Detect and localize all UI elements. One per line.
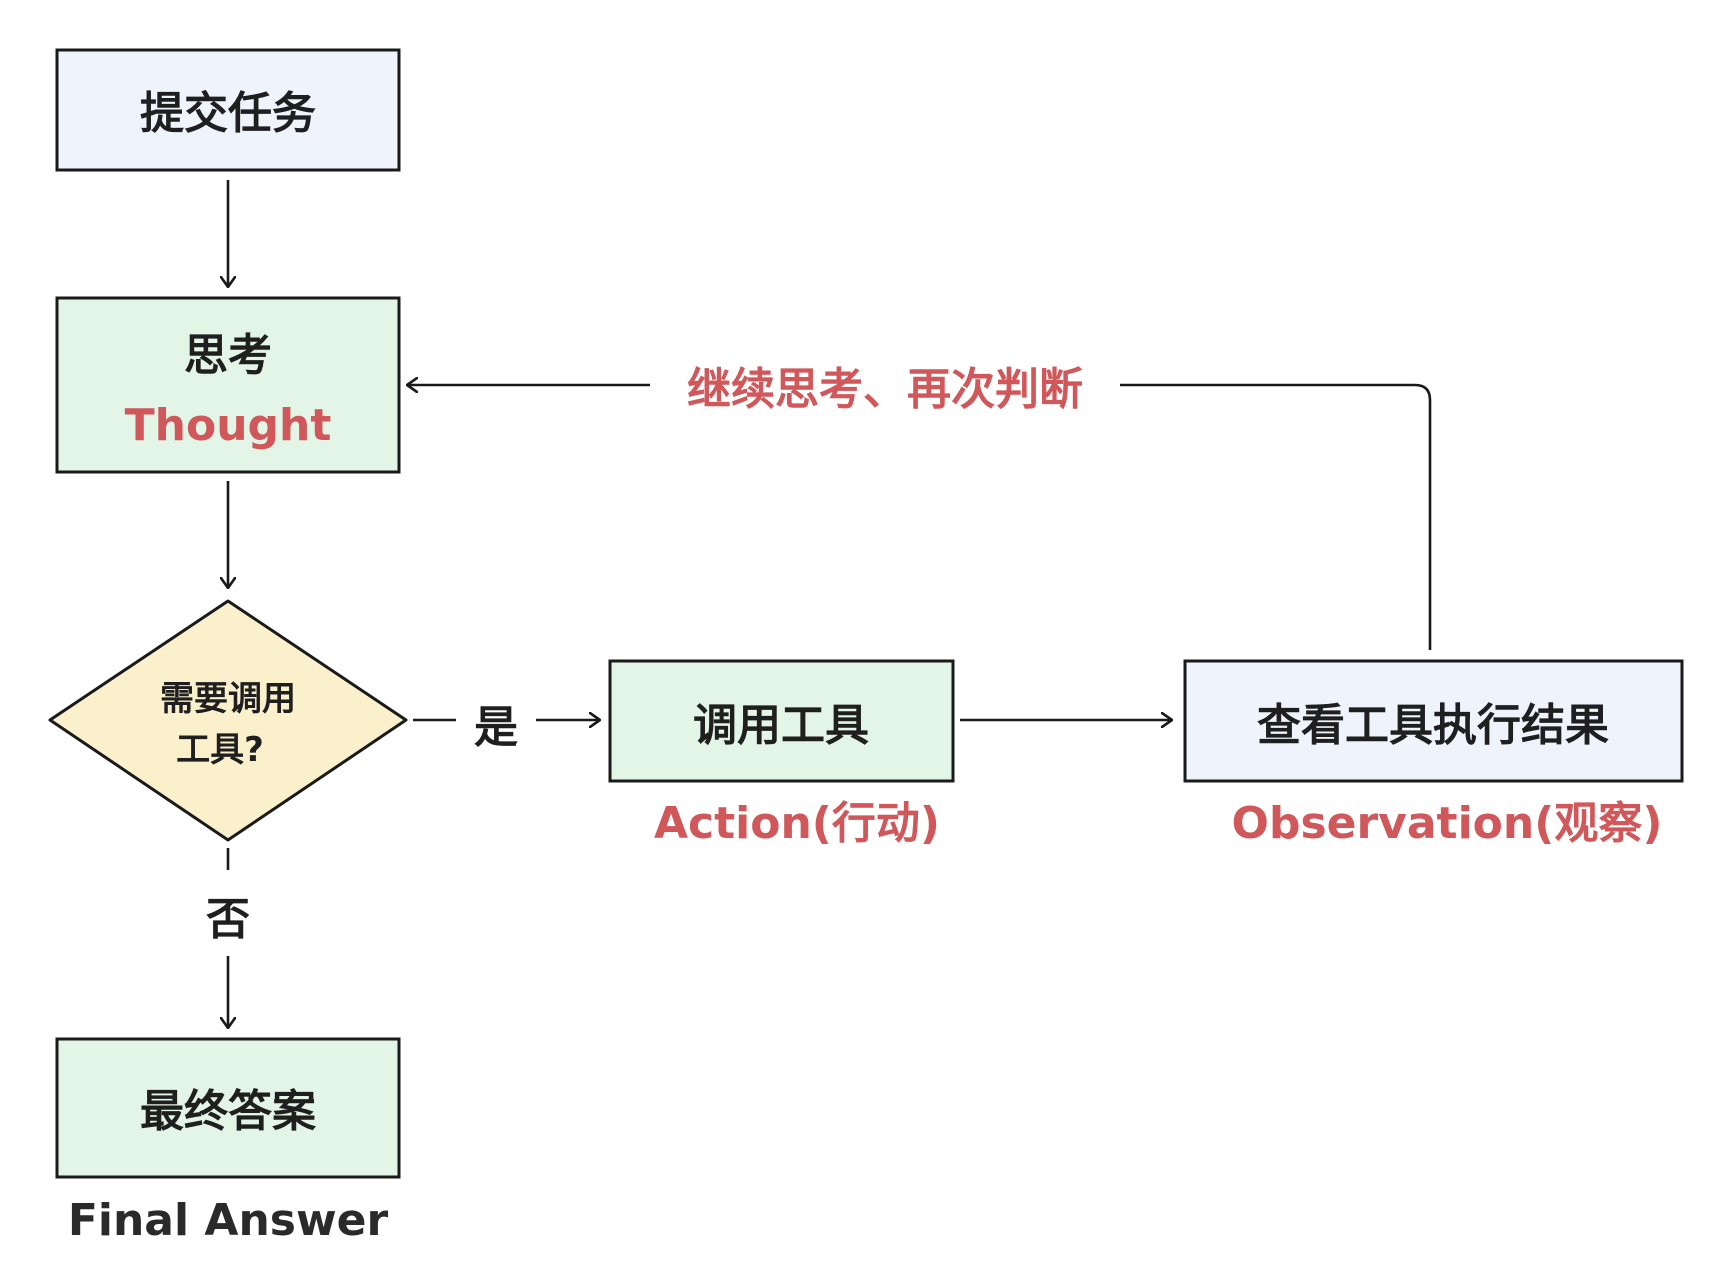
thought-box [55, 296, 401, 474]
submit-task-box [55, 48, 401, 172]
node-submit-task: 提交任务 [55, 48, 401, 172]
final-answer-box [55, 1037, 401, 1179]
call-tool-label: 调用工具 [693, 700, 869, 751]
edge-yes-label: 是 [474, 702, 518, 753]
observe-box [1183, 659, 1684, 783]
node-decision: 需要调用 工具? [48, 599, 408, 842]
thought-sublabel: Thought [125, 400, 332, 451]
observe-label: 查看工具执行结果 [1257, 700, 1609, 751]
edge-loop-up-right [1120, 383, 1432, 650]
edge-loop-label: 继续思考、再次判断 [687, 364, 1083, 415]
node-call-tool: 调用工具 Action(行动) [608, 659, 955, 849]
final-answer-label: 最终答案 [140, 1086, 317, 1137]
submit-task-label: 提交任务 [140, 88, 316, 139]
edge-no-label: 否 [206, 894, 250, 945]
edges [228, 180, 1432, 1028]
node-observe: 查看工具执行结果 Observation(观察) [1183, 659, 1684, 849]
call-tool-box [608, 659, 955, 783]
observe-caption: Observation(观察) [1232, 798, 1663, 849]
thought-label: 思考 [184, 330, 272, 381]
decision-diamond [48, 599, 408, 842]
decision-label-line1: 需要调用 [160, 679, 296, 719]
decision-label-line2: 工具? [176, 730, 264, 770]
final-answer-caption: Final Answer [68, 1195, 389, 1246]
node-thought: 思考 Thought [55, 296, 401, 474]
node-final-answer: 最终答案 Final Answer [55, 1037, 401, 1246]
call-tool-caption: Action(行动) [654, 798, 940, 849]
